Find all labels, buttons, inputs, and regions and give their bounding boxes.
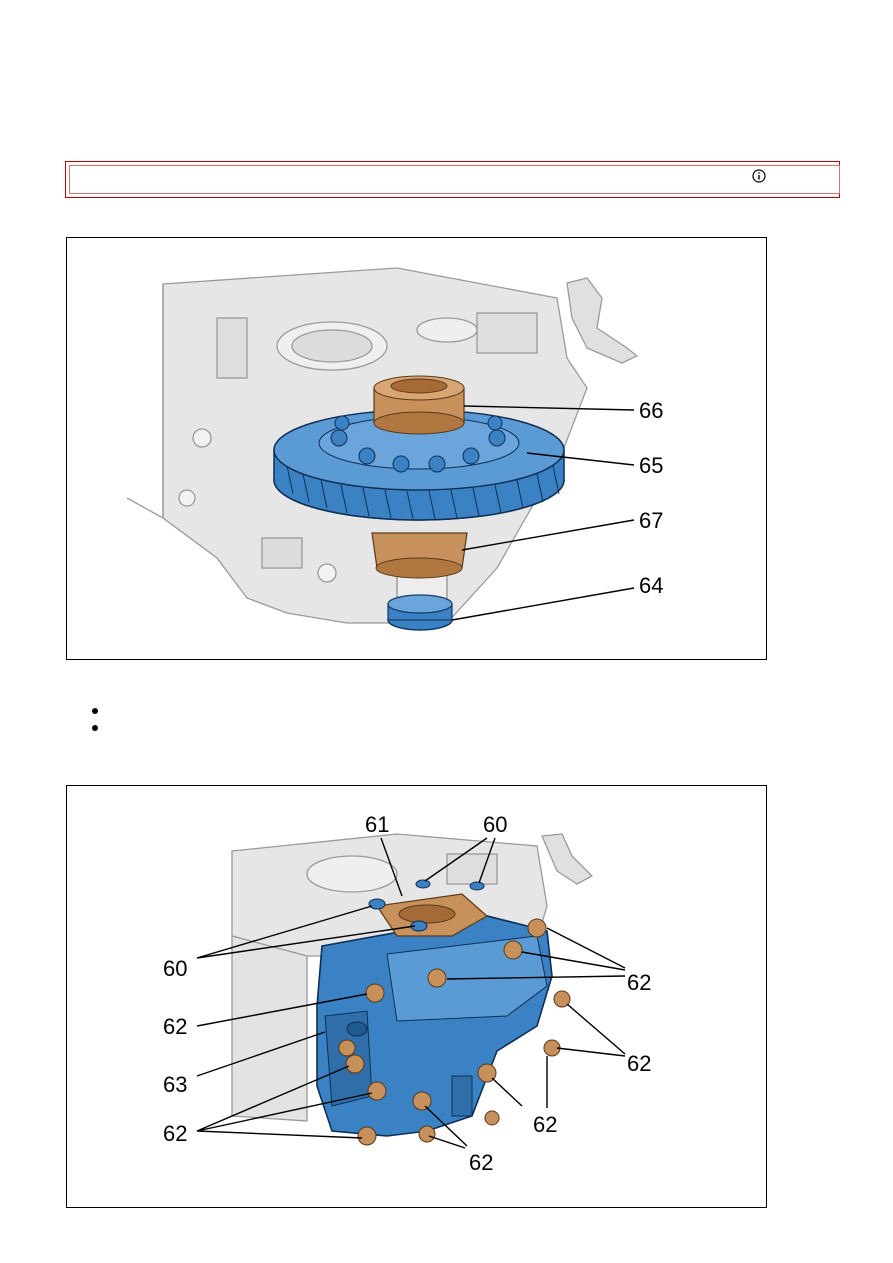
bolts bbox=[338, 918, 571, 1146]
callout-60-left: 60 bbox=[163, 956, 187, 981]
callout-65: 65 bbox=[639, 453, 663, 478]
leader-lines bbox=[196, 837, 626, 1149]
callout-67: 67 bbox=[639, 508, 663, 533]
figure-housing-cover: 61 60 60 62 62 63 62 62 62 62 bbox=[66, 785, 767, 1208]
bearing-upper bbox=[373, 375, 465, 435]
bearing-cover-plate bbox=[375, 893, 489, 937]
callout-61: 61 bbox=[365, 812, 389, 837]
fastener-caps bbox=[368, 879, 485, 932]
callout-62-bottom: 62 bbox=[469, 1150, 493, 1175]
notice-box bbox=[65, 161, 840, 198]
bearing-ring-lower bbox=[371, 532, 468, 579]
callout-64: 64 bbox=[639, 573, 663, 598]
crown-wheel bbox=[273, 409, 565, 521]
callout-66: 66 bbox=[639, 398, 663, 423]
bullet-item bbox=[92, 725, 98, 731]
callout-62-bottom-right: 62 bbox=[533, 1112, 557, 1137]
info-icon[interactable] bbox=[752, 169, 766, 183]
bullet-list bbox=[92, 708, 102, 742]
bullet-item bbox=[92, 708, 98, 714]
callout-60-top: 60 bbox=[483, 812, 507, 837]
callout-62-left-lower: 62 bbox=[163, 1121, 187, 1146]
figure-differential: 66 65 67 64 bbox=[66, 237, 767, 660]
differential-illustration: 66 65 67 64 bbox=[126, 267, 663, 631]
gearbox-housing bbox=[231, 833, 594, 1122]
leader-lines bbox=[451, 405, 635, 621]
callout-62-left-upper: 62 bbox=[163, 1014, 187, 1039]
callout-62-right-lower: 62 bbox=[627, 1051, 651, 1076]
callout-62-right-upper: 62 bbox=[627, 970, 651, 995]
callout-63: 63 bbox=[163, 1072, 187, 1097]
housing-cover-illustration: 61 60 60 62 62 63 62 62 62 62 bbox=[163, 812, 651, 1175]
bearing-lower bbox=[387, 572, 453, 631]
